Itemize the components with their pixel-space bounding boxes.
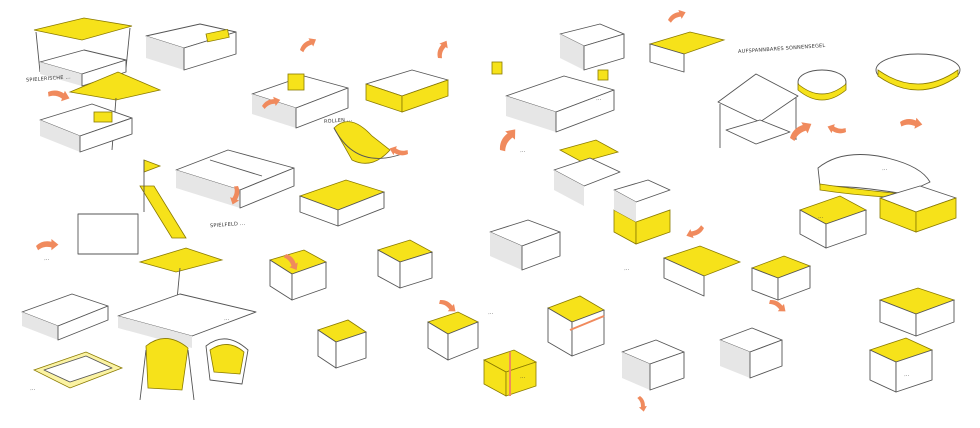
yellow-chaise-sketch	[662, 245, 742, 297]
lounge-wedge-sketch-1	[489, 219, 561, 271]
canopy-lounger-sketch	[33, 17, 133, 87]
fold-cube-sketch-2	[317, 319, 367, 369]
yellow-seat-sketch	[750, 255, 812, 301]
top-right-sofa-sketch	[648, 7, 726, 73]
flip-block-sketch	[427, 295, 479, 361]
lounge-chair-sketch-2	[205, 338, 249, 385]
umbrella-bench-sketch	[117, 247, 257, 348]
right-daybed-sketch	[878, 287, 956, 337]
fold-cube-sketch-1	[269, 249, 327, 301]
bottom-sofa-sketch-1	[621, 339, 685, 413]
note-12: ...	[881, 165, 888, 173]
modular-sofa-sketch-1	[145, 23, 237, 71]
umbrella-lounge-sketch	[39, 71, 162, 153]
sofa-bed-sketch	[298, 179, 386, 227]
right-folding-chair-sketch	[799, 195, 867, 249]
yellow-armchair-sketch	[547, 295, 605, 357]
modular-sofa-sketch-2	[251, 35, 349, 129]
recliner-sketch	[553, 139, 621, 206]
note-07: ...	[223, 315, 230, 323]
slide-sketch	[36, 159, 187, 255]
round-lounger-sketch	[875, 53, 961, 131]
frame-bed-sketch	[32, 351, 124, 389]
lounge-chair-sketch-1	[139, 338, 195, 401]
note-13: ...	[519, 373, 526, 381]
strap-box-sketch	[483, 349, 537, 397]
pavilion-sketch	[717, 73, 815, 148]
top-center-chair-sketch	[491, 23, 625, 81]
note-10: ...	[817, 213, 824, 221]
arrow-5	[825, 122, 848, 138]
modular-armchair-sketch	[613, 179, 671, 245]
note-03: ...	[43, 255, 50, 263]
note-15: ...	[623, 265, 630, 273]
right-cube-pair-sketch	[879, 185, 957, 233]
note-08: ...	[595, 95, 602, 103]
note-14: ...	[903, 371, 910, 379]
yellow-base-sofa-sketch	[365, 38, 451, 113]
rocker-chair-sketch	[333, 121, 403, 164]
wedge-cushion-sketch	[376, 239, 434, 289]
daybed-sketch	[21, 293, 109, 341]
curved-lounger-sketch	[817, 154, 931, 199]
corner-sofa-sketch	[175, 149, 295, 209]
pill-seat-sketch	[797, 69, 847, 101]
note-06: ...	[29, 385, 36, 393]
right-bottom-chair-sketch	[868, 337, 934, 393]
sectional-sofa-sketch	[493, 75, 615, 154]
arrow-4	[684, 224, 707, 241]
note-09: ...	[519, 147, 526, 155]
note-11: ...	[487, 309, 494, 317]
bottom-sofa-sketch-2	[719, 327, 783, 379]
